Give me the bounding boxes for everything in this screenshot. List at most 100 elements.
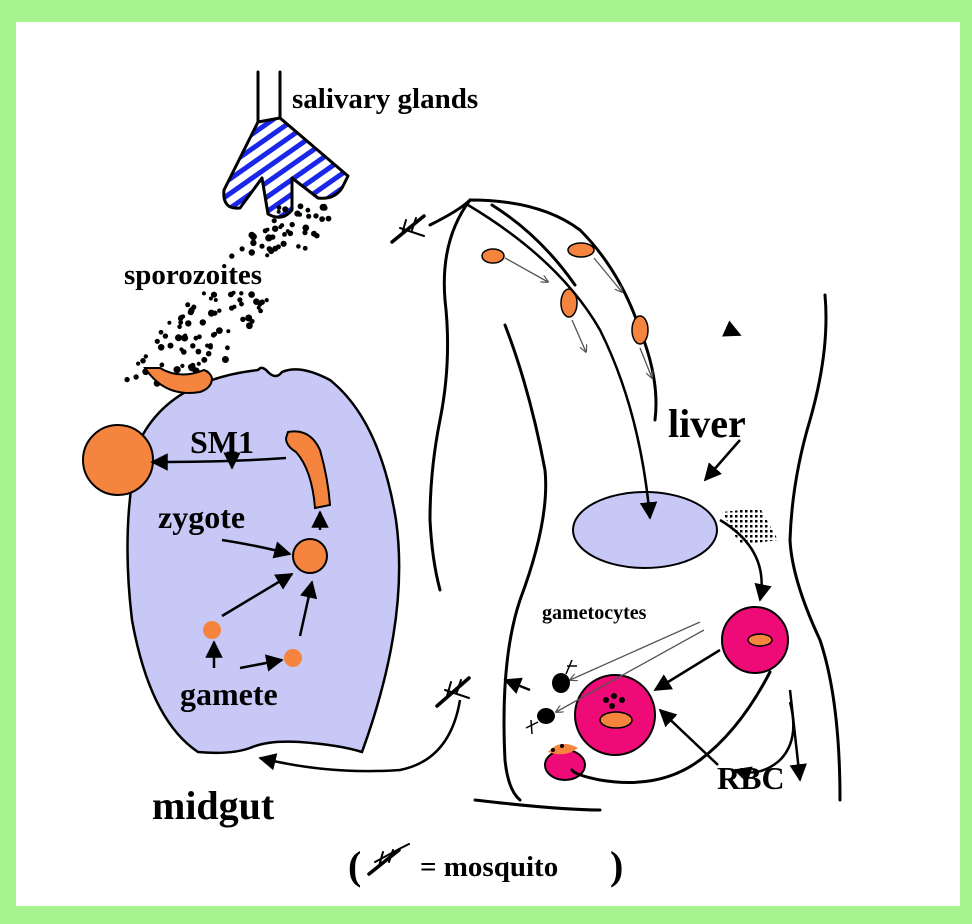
label-sm1: SM1 [190, 424, 254, 460]
sporozoite-dot [277, 210, 281, 214]
sporozoite-dot [200, 319, 206, 325]
sporozoite-dot [226, 329, 230, 333]
sporozoite-dot [306, 214, 311, 219]
sporozoite-dot [185, 320, 191, 326]
mosquito-icon [437, 678, 469, 706]
sporozoite-dot [286, 229, 290, 233]
sporozoite-dot [303, 246, 308, 251]
sporozoite-dot [228, 292, 234, 298]
sporozoite-dot [298, 203, 304, 209]
sporozoite-dot [313, 213, 318, 218]
label-sporozoites: sporozoites [124, 259, 262, 291]
sporozoite-dot [272, 218, 277, 223]
sporozoite-dot [208, 310, 215, 317]
zygote [293, 539, 327, 573]
sporozoite-dot [202, 291, 206, 295]
sporozoite-dot [216, 327, 223, 334]
sporozoite-dot [248, 291, 255, 298]
sporozoite-dots [124, 203, 331, 387]
sporozoite-dot [290, 222, 295, 227]
sporozoite-dot [211, 332, 216, 337]
sporozoite-dot [268, 248, 274, 254]
sporozoite-dot [232, 305, 236, 309]
sporozoite-dot [180, 364, 184, 368]
sporozoite-dot [190, 343, 195, 348]
label-gametocytes: gametocytes [542, 602, 647, 624]
sporozoite-dot [249, 249, 255, 255]
sporozoite-dot [280, 223, 284, 227]
sporozoite-dot [217, 309, 221, 313]
sporozoite-dot [183, 334, 187, 338]
legend: ( = mosquito ) [348, 843, 623, 888]
sporozoite-dot [302, 225, 309, 232]
sporozoite-dot [306, 208, 311, 213]
liver-organ [573, 335, 778, 568]
legend-close-paren: ) [610, 843, 623, 888]
sporozoite-dot [140, 358, 146, 364]
sporozoite-dot [240, 246, 245, 251]
label-liver: liver [668, 401, 746, 446]
legend-text: = mosquito [420, 851, 558, 883]
sporozoite-dot [174, 366, 181, 373]
sporozoite-dot [155, 339, 160, 344]
sporozoite-dot [265, 234, 272, 241]
sporozoite-dot [160, 363, 165, 368]
sporozoite-dot [144, 354, 148, 358]
sporozoite-dot [245, 315, 252, 322]
sporozoite-dot [282, 232, 287, 237]
sporozoite-dot [201, 357, 207, 363]
blood-sporozoites [468, 205, 652, 518]
gamete [284, 649, 302, 667]
sporozoite-dot [298, 212, 303, 217]
sporozoite-dot [311, 231, 317, 237]
sporozoite-dot [320, 204, 327, 211]
sporozoite-dot [159, 330, 164, 335]
sporozoite-dot [196, 349, 202, 355]
sporozoite-dot [237, 297, 242, 302]
sporozoite-dot [197, 362, 201, 366]
sporozoite-dot [163, 333, 168, 338]
sporozoite-dot [189, 365, 196, 372]
sporozoite-dot [272, 226, 278, 232]
sporozoite-dot [281, 241, 287, 247]
mosquito-icon [392, 216, 424, 242]
sporozoite-dot [229, 253, 234, 258]
sporozoite-dot [257, 306, 261, 310]
sporozoite-dot [326, 216, 332, 222]
sporozoite-dot [177, 325, 182, 330]
sporozoite-dot [250, 240, 256, 246]
label-rbc: RBC [717, 760, 785, 796]
sporozoite-dot [296, 244, 301, 249]
sporozoite-dot [175, 334, 182, 341]
sporozoite-dot [185, 302, 190, 307]
sporozoite-dot [259, 244, 264, 249]
label-zygote: zygote [158, 499, 245, 535]
sporozoite-dot [225, 345, 230, 350]
sporozoite-dot [206, 351, 212, 357]
sporozoite-dot [265, 253, 269, 257]
label-gamete: gamete [180, 676, 278, 712]
sporozoite-dot [158, 344, 165, 351]
sporozoite-dot [240, 317, 245, 322]
sporozoite-dot [136, 362, 140, 366]
gamete [203, 621, 221, 639]
oocyst [83, 425, 153, 495]
sporozoite-dot [246, 322, 253, 329]
legend-open-paren: ( [348, 843, 361, 888]
label-salivary-glands: salivary glands [292, 83, 478, 115]
sporozoite-dot [249, 232, 256, 239]
sporozoite-dot [133, 374, 138, 379]
sporozoite-dot [265, 298, 269, 302]
sporozoite-dot [194, 336, 199, 341]
label-midgut: midgut [152, 783, 275, 828]
sporozoite-dot [282, 206, 288, 212]
sporozoite-dot [208, 343, 213, 348]
sporozoite-dot [214, 298, 218, 302]
sporozoite-dot [263, 228, 268, 233]
sporozoite-dot [168, 343, 174, 349]
sporozoite-dot [209, 297, 213, 301]
sporozoite-dot [239, 291, 243, 295]
sporozoite-dot [181, 349, 187, 355]
sporozoite-dot [178, 316, 183, 321]
